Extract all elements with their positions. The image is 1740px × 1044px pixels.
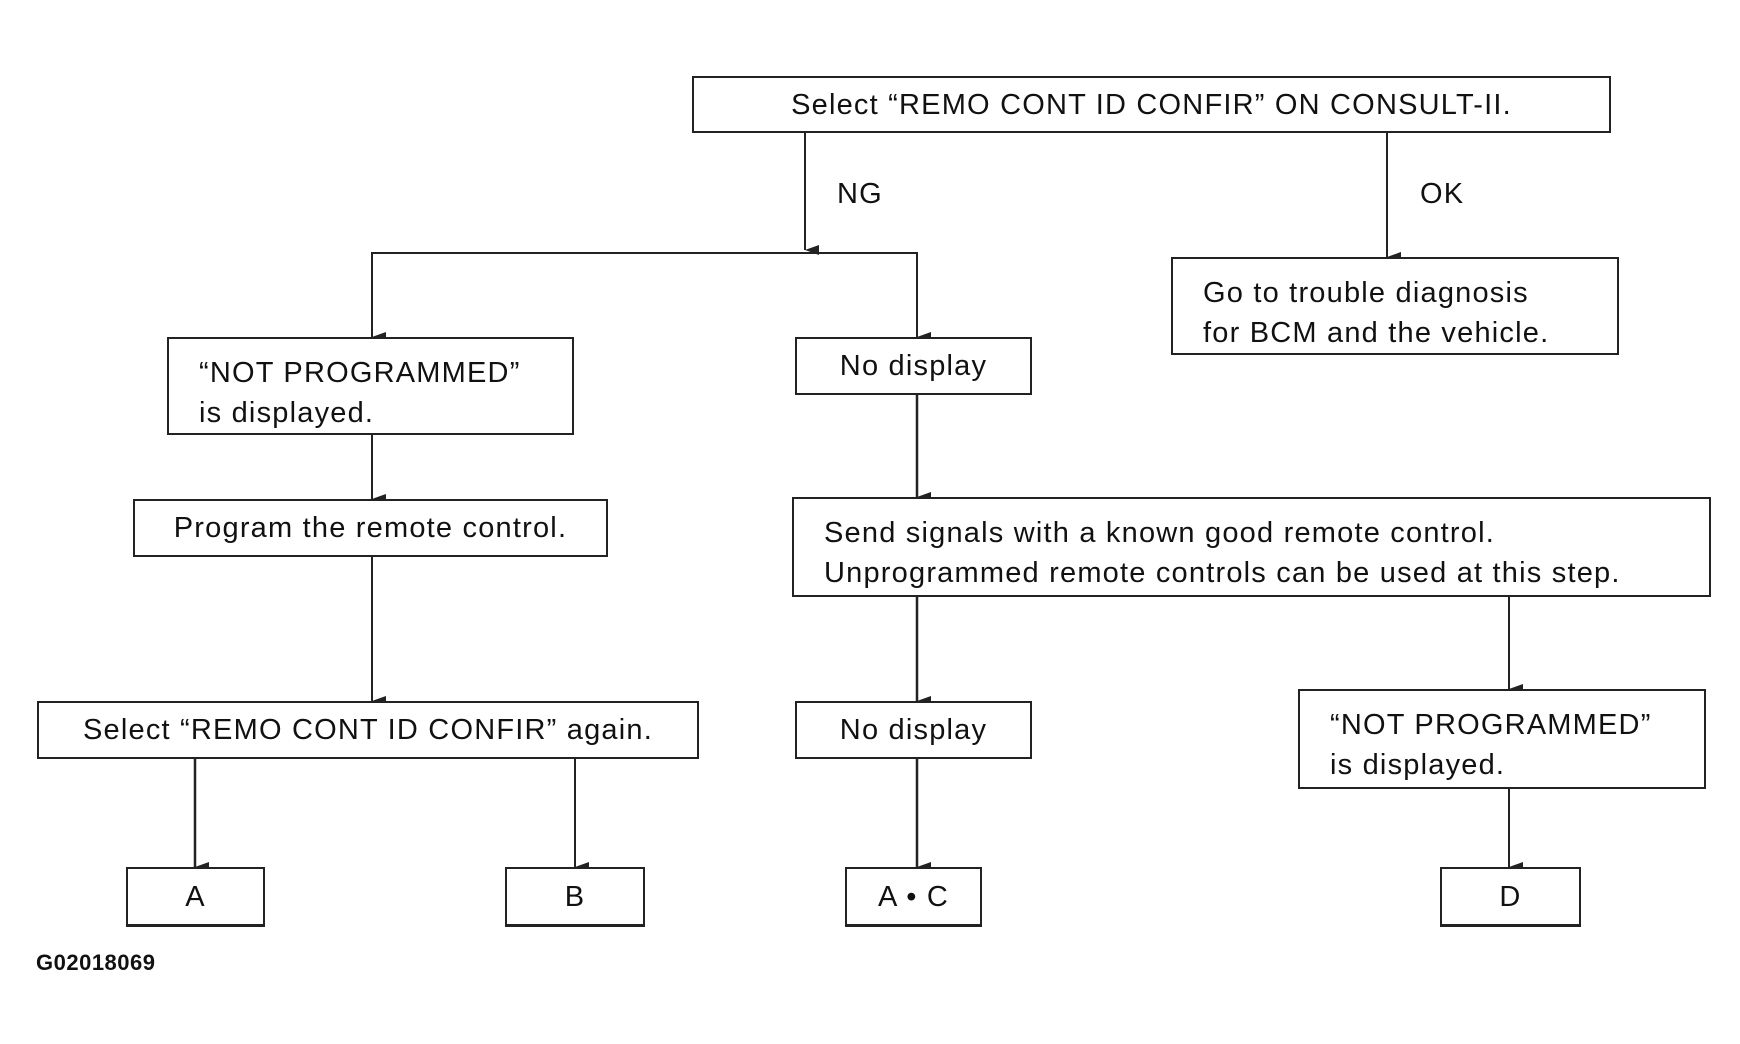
figure-id: G02018069 [36,950,156,975]
send-signals-line-1: Send signals with a known good remote co… [824,517,1495,549]
not-programmed-box-1: “NOT PROGRAMMED” is displayed. [167,337,574,435]
send-signals-box: Send signals with a known good remote co… [792,497,1711,597]
select-again-box: Select “REMO CONT ID CONFIR” again. [37,701,699,759]
no-display-1-text: No display [839,350,988,382]
send-signals-line-2: Unprogrammed remote controls can be used… [824,557,1621,589]
not-programmed-1-line-2: is displayed. [199,397,375,429]
result-a-box: A [126,867,265,927]
label-ok: OK [1420,178,1465,210]
result-d-text: D [1499,880,1522,913]
go-trouble-line-2: for BCM and the vehicle. [1203,317,1550,349]
result-ac-text: A • C [878,880,949,913]
not-programmed-2-line-1: “NOT PROGRAMMED” [1330,709,1652,741]
no-display-box-1: No display [795,337,1032,395]
not-programmed-1-line-1: “NOT PROGRAMMED” [199,357,521,389]
result-ac-box: A • C [845,867,982,927]
result-b-box: B [505,867,645,927]
go-trouble-line-1: Go to trouble diagnosis [1203,277,1529,309]
result-a-text: A [185,880,206,913]
result-d-box: D [1440,867,1581,927]
start-step-text: Select “REMO CONT ID CONFIR” ON CONSULT-… [791,88,1512,121]
no-display-box-2: No display [795,701,1032,759]
program-remote-text: Program the remote control. [173,512,568,544]
go-trouble-box: Go to trouble diagnosis for BCM and the … [1171,257,1619,355]
not-programmed-box-2: “NOT PROGRAMMED” is displayed. [1298,689,1706,789]
start-step-box: Select “REMO CONT ID CONFIR” ON CONSULT-… [692,76,1611,133]
label-ng: NG [837,178,883,210]
select-again-text: Select “REMO CONT ID CONFIR” again. [82,714,653,746]
no-display-2-text: No display [839,714,988,746]
not-programmed-2-line-2: is displayed. [1330,749,1506,781]
program-remote-box: Program the remote control. [133,499,608,557]
result-b-text: B [564,880,586,913]
